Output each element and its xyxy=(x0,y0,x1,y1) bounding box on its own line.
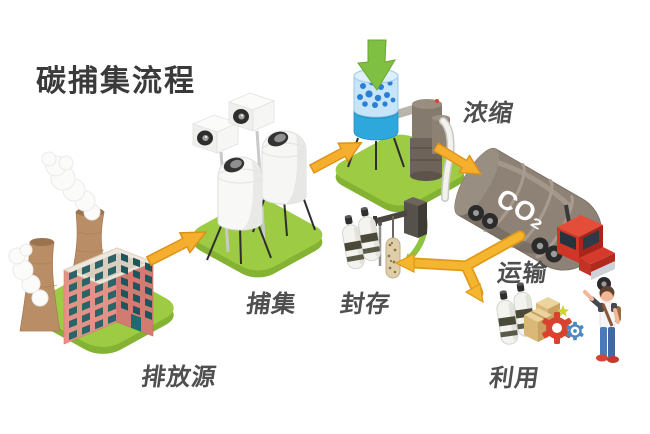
fan-unit-icon xyxy=(227,92,276,132)
label-storage: 封存 xyxy=(338,291,393,318)
factory-icon xyxy=(8,151,155,345)
person-icon xyxy=(583,285,621,363)
connector-beam xyxy=(396,104,416,119)
red-gear-icon xyxy=(542,312,572,344)
factory-door xyxy=(131,313,141,332)
label-transport: 运输 xyxy=(495,260,550,287)
absorber-tank-icon xyxy=(353,68,399,141)
label-concentration: 浓缩 xyxy=(461,100,516,127)
capture-unit-icon xyxy=(191,92,316,265)
utilization-group-icon xyxy=(493,280,621,363)
label-emission-source: 排放源 xyxy=(139,364,219,391)
storage-gas-cylinders-icon xyxy=(338,205,383,271)
capture-tank-front-icon xyxy=(217,156,263,231)
arrow-transport-branch xyxy=(394,230,526,304)
star-icon xyxy=(557,305,569,317)
label-capture: 捕集 xyxy=(244,291,299,318)
page-title: 碳捕集流程 xyxy=(36,65,196,98)
down-arrow-icon xyxy=(357,39,397,91)
blue-gear-icon xyxy=(566,321,584,341)
tank-legs xyxy=(206,223,272,265)
core-sample-icon xyxy=(385,237,401,279)
distillation-tower-icon xyxy=(410,99,455,202)
smoke-icon xyxy=(8,151,101,307)
capture-tank-back-icon xyxy=(261,130,307,205)
label-utilization: 利用 xyxy=(487,365,542,392)
co2-tanker-truck-icon: CO₂ xyxy=(454,148,615,291)
factory-building xyxy=(62,247,155,345)
flow-arrows xyxy=(143,132,526,304)
